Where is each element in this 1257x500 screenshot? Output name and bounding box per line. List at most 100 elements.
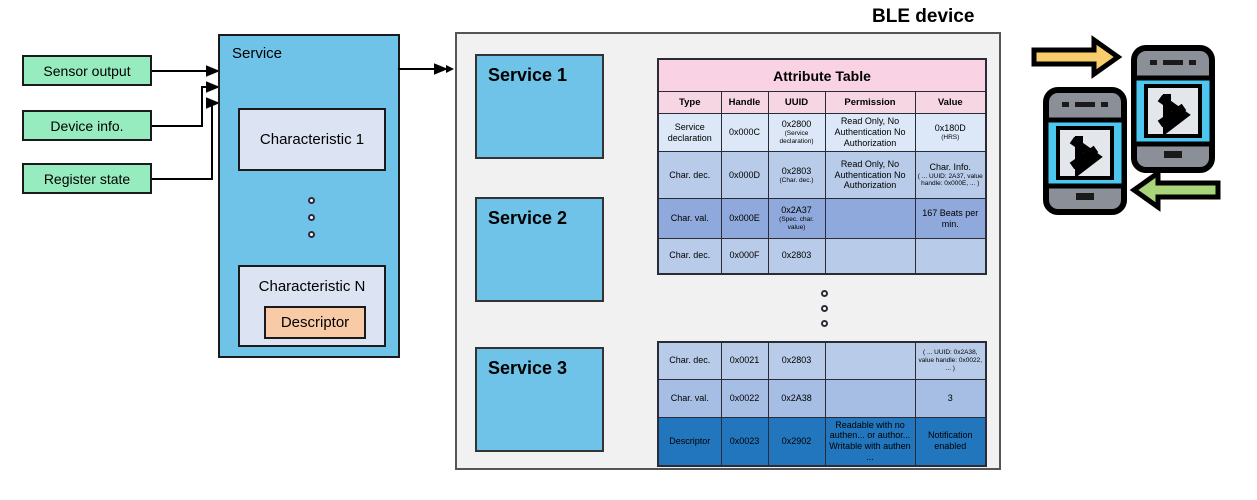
cell-uuid: 0x2803	[767, 238, 826, 274]
page-title: BLE device	[872, 6, 975, 27]
table-row: Char. val. 0x0022 0x2A38 3	[657, 378, 987, 418]
ble-phones-illustration	[1031, 35, 1221, 215]
ellipsis-dot	[821, 290, 828, 297]
table-row: Char. val. 0x000E 0x2A37 (Spec. char. va…	[657, 198, 987, 239]
attribute-table: Attribute Table Type Handle UUID Permiss…	[657, 58, 988, 275]
ble-device-panel: Service 1 Service 2 Service 3 Attribute …	[455, 32, 1001, 470]
cell-value: 167 Beats per min.	[914, 198, 987, 239]
yellow-right-arrow	[1031, 35, 1123, 79]
service-to-device-arrow	[398, 63, 454, 75]
cell-type: Char. dec.	[657, 238, 722, 274]
ellipsis-dot	[308, 214, 315, 221]
cell-value	[914, 238, 987, 274]
attribute-table-header-row: Type Handle UUID Permission Value	[657, 91, 987, 114]
cell-uuid-sub: (Char. dec.)	[779, 176, 814, 184]
cell-permission	[824, 378, 916, 418]
cell-value: 3	[914, 378, 987, 418]
cell-value-main: Char. Info.	[929, 161, 972, 172]
cell-handle: 0x0021	[720, 341, 769, 380]
cell-type: Service declaration	[657, 113, 722, 152]
cell-handle: 0x000E	[720, 198, 769, 239]
cell-permission	[824, 238, 916, 274]
service-block-label: Service 3	[488, 358, 568, 378]
source-box-label: Sensor output	[43, 62, 131, 79]
attribute-table-title: Attribute Table	[657, 58, 987, 92]
source-box-label: Register state	[43, 170, 131, 187]
bluetooth-icon	[1069, 136, 1103, 179]
table-row: Char. dec. 0x0021 0x2803 ( ... UUID: 0x2…	[657, 341, 987, 380]
cell-uuid-sub: (Service declaration)	[779, 130, 814, 145]
service-block-label: Service 2	[488, 208, 568, 228]
cell-uuid-main: 0x2800	[781, 119, 812, 130]
source-box-label: Device info.	[50, 117, 124, 134]
cell-type: Char. val.	[657, 378, 722, 418]
cell-value-sub: (HRS)	[941, 134, 960, 142]
cell-permission	[824, 198, 916, 239]
cell-type: Char. dec.	[657, 151, 722, 199]
source-box-device-info: Device info.	[22, 110, 152, 141]
cell-type: Char. val.	[657, 198, 722, 239]
cell-type: Descriptor	[657, 416, 722, 467]
attribute-table-lower: Char. dec. 0x0021 0x2803 ( ... UUID: 0x2…	[657, 341, 987, 468]
cell-permission: Read Only, No Authentication No Authoriz…	[824, 151, 916, 199]
source-box-sensor-output: Sensor output	[22, 55, 152, 86]
ellipsis-dot	[308, 197, 315, 204]
cell-type: Char. dec.	[657, 341, 722, 380]
service-container: Service Characteristic 1 Characteristic …	[218, 34, 400, 358]
bluetooth-icon	[1157, 94, 1191, 137]
cell-uuid: 0x2803 (Char. dec.)	[767, 151, 826, 199]
cell-permission	[824, 341, 916, 380]
cell-value: 0x180D (HRS)	[914, 113, 987, 152]
characteristic-first-label: Characteristic 1	[259, 131, 365, 148]
cell-uuid: 0x2902	[767, 416, 826, 467]
cell-value-main: 0x180D	[934, 123, 966, 134]
cell-handle: 0x0023	[720, 416, 769, 467]
cell-uuid: 0x2803	[767, 341, 826, 380]
cell-handle: 0x000F	[720, 238, 769, 274]
cell-uuid-sub: (Spec. char. value)	[779, 216, 814, 231]
service-block-2: Service 2	[475, 197, 604, 302]
table-row: Char. dec. 0x000F 0x2803	[657, 238, 987, 274]
table-row: Descriptor 0x0023 0x2902 Readable with n…	[657, 416, 987, 467]
cell-value-sub: ( ... UUID: 0x2A38, value handle: 0x0022…	[918, 349, 983, 372]
characteristic-first: Characteristic 1	[238, 108, 386, 171]
source-box-register-state: Register state	[22, 163, 152, 194]
cell-uuid: 0x2A37 (Spec. char. value)	[767, 198, 826, 239]
service-block-3: Service 3	[475, 347, 604, 452]
column-header-type: Type	[657, 91, 722, 114]
cell-value: Char. Info. ( ... UUID: 2A37, value hand…	[914, 151, 987, 199]
characteristic-last: Characteristic N Descriptor	[238, 265, 386, 347]
cell-value: Notification enabled	[914, 416, 987, 467]
table-row: Service declaration 0x000C 0x2800 (Servi…	[657, 113, 987, 152]
cell-permission: Read Only, No Authentication No Authoriz…	[824, 113, 916, 152]
descriptor-label: Descriptor	[280, 314, 350, 331]
characteristic-last-label: Characteristic N	[258, 278, 366, 295]
table-row: Char. dec. 0x000D 0x2803 (Char. dec.) Re…	[657, 151, 987, 199]
column-header-value: Value	[914, 91, 987, 114]
service-title: Service	[232, 45, 283, 62]
cell-handle: 0x0022	[720, 378, 769, 418]
ellipsis-dot	[308, 231, 315, 238]
attribute-table-title-row: Attribute Table	[657, 58, 987, 92]
column-header-permission: Permission	[824, 91, 916, 114]
ellipsis-dot	[821, 320, 828, 327]
green-left-arrow	[1129, 168, 1221, 212]
service-block-1: Service 1	[475, 54, 604, 159]
cell-uuid: 0x2A38	[767, 378, 826, 418]
cell-uuid-main: 0x2803	[781, 165, 812, 176]
cell-handle: 0x000C	[720, 113, 769, 152]
cell-uuid-main: 0x2A37	[781, 205, 812, 216]
cell-value: ( ... UUID: 0x2A38, value handle: 0x0022…	[914, 341, 987, 380]
cell-permission: Readable with no authen... or author... …	[824, 416, 916, 467]
cell-uuid: 0x2800 (Service declaration)	[767, 113, 826, 152]
cell-handle: 0x000D	[720, 151, 769, 199]
cell-value-sub: ( ... UUID: 2A37, value handle: 0x000E, …	[917, 172, 983, 188]
descriptor-box: Descriptor	[264, 306, 366, 339]
ellipsis-dot	[821, 305, 828, 312]
service-block-label: Service 1	[488, 65, 568, 85]
column-header-handle: Handle	[720, 91, 769, 114]
source-connectors	[152, 65, 220, 180]
column-header-uuid: UUID	[767, 91, 826, 114]
phone-right	[1131, 45, 1215, 173]
